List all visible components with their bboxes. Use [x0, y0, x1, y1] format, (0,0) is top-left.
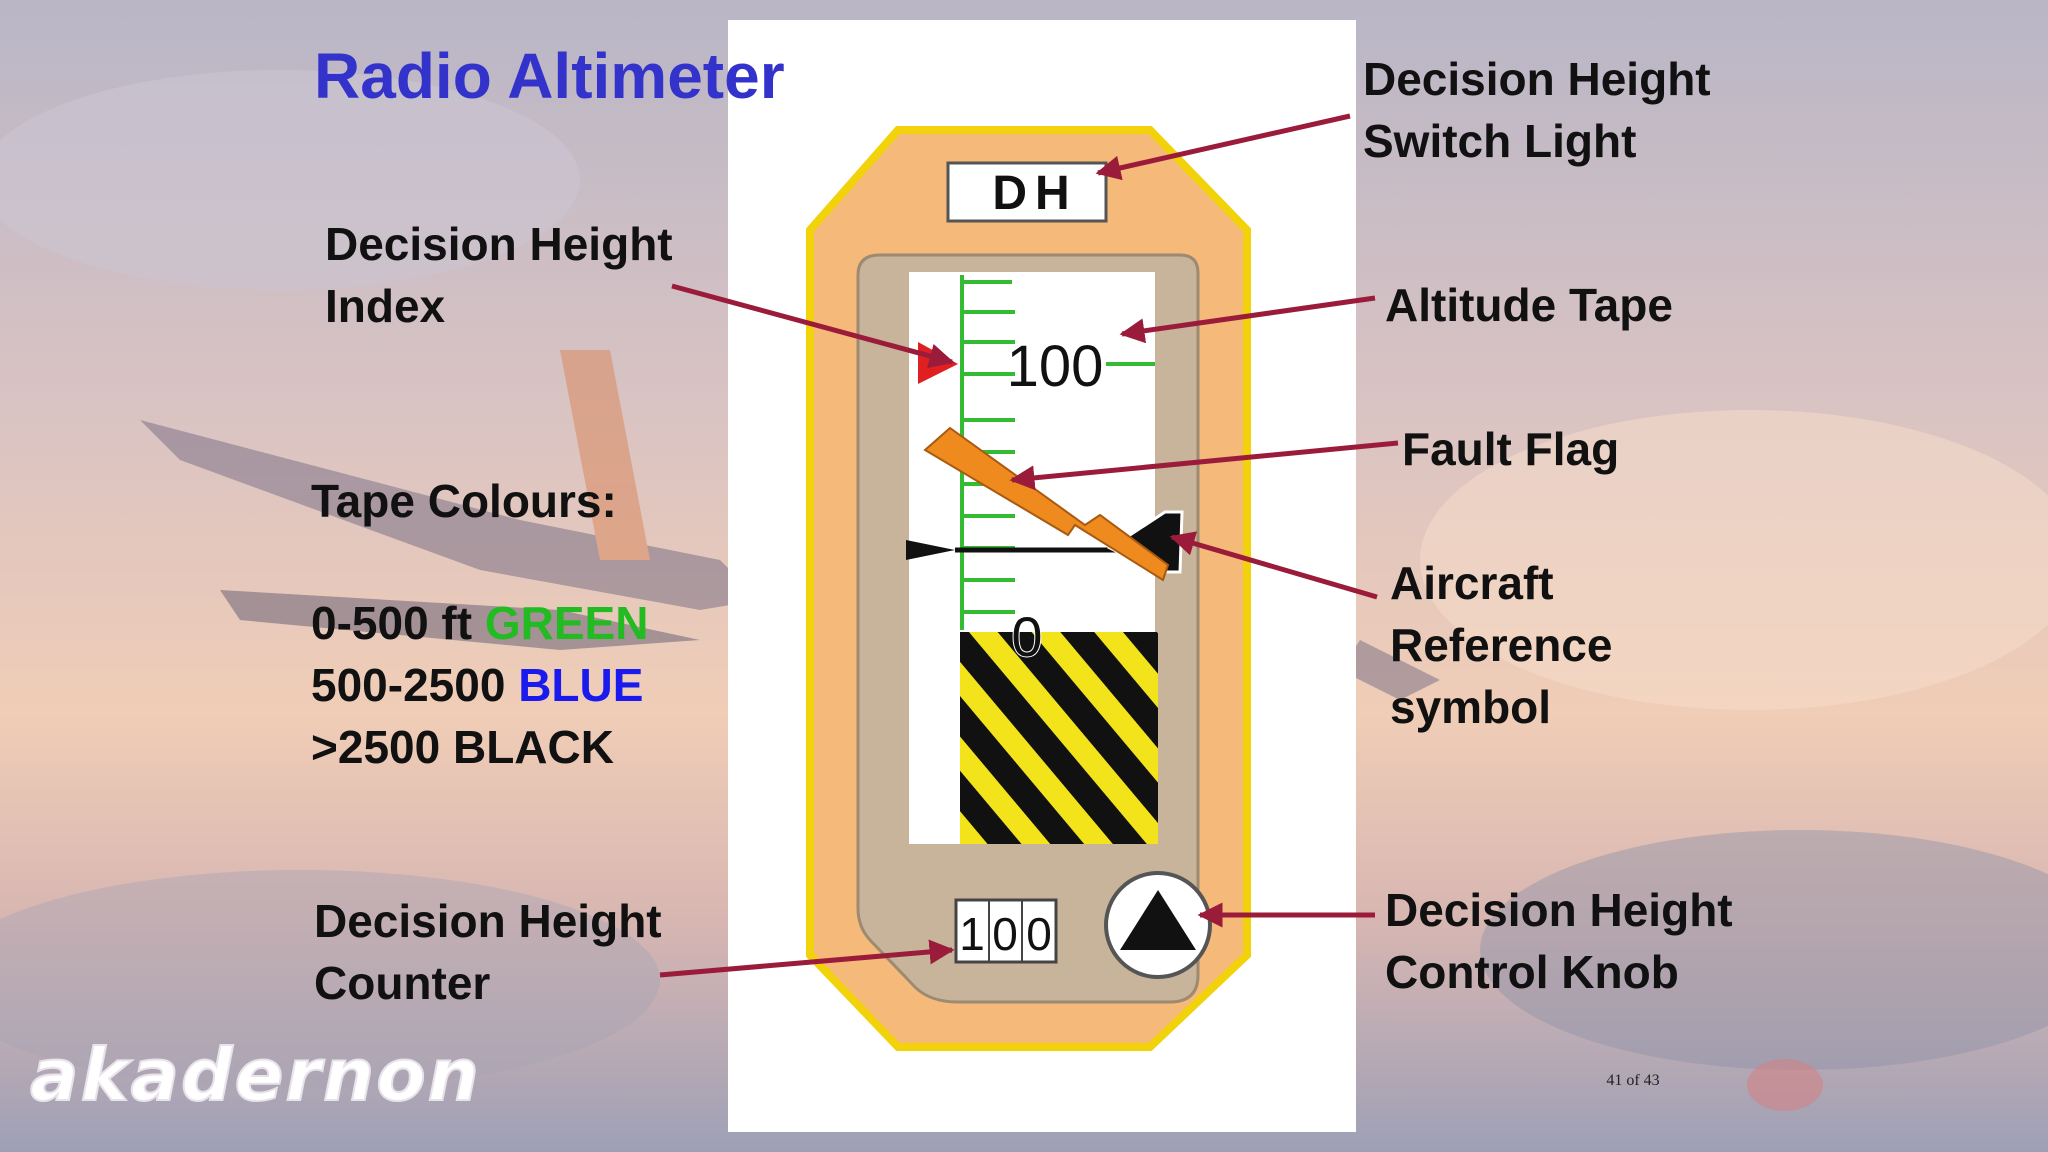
label-altitude-tape: Altitude Tape [1385, 279, 1673, 331]
label-dh-counter-line-1: Decision Height [314, 895, 662, 947]
label-dh-switch-light-line-1: Decision Height [1363, 53, 1711, 105]
tape-scale [960, 275, 1155, 630]
background-airplane-silhouette [140, 350, 1440, 700]
counter-digit-hundreds: 1 [959, 908, 985, 960]
arrow-dh-index [671, 283, 955, 369]
dh-control-knob [1104, 871, 1212, 979]
tape-colour-name-black: BLACK [452, 721, 614, 773]
arrow-altitude-tape [1119, 295, 1376, 344]
arrow-fault-flag [1009, 440, 1399, 491]
tape-colour-name-green: GREEN [484, 597, 649, 649]
tape-colour-range: 0-500 ft [311, 597, 473, 649]
arrow-dh-switch-light [1095, 113, 1351, 181]
label-dh-switch-light-line-2: Switch Light [1363, 115, 1637, 167]
tape-label-0: 0 [1011, 605, 1042, 668]
tape-colour-row-black: >2500 BLACK [311, 716, 648, 778]
label-aircraft-reference: Aircraft Reference symbol [1390, 552, 1612, 738]
logo-text: akadernon [30, 1033, 481, 1117]
tape-colours-heading: Tape Colours: [311, 475, 617, 527]
label-aircraft-reference-line-2: Reference [1390, 619, 1613, 671]
label-dh-counter: Decision Height Counter [314, 890, 662, 1014]
tape-label-100: 100 [1007, 334, 1104, 399]
counter-digit-units: 0 [1026, 908, 1052, 960]
page-title: Radio Altimeter [314, 40, 785, 112]
tape-colours-legend: Tape Colours: 0-500 ft GREEN 500-2500 BL… [311, 470, 648, 778]
dh-switch-light [946, 161, 1108, 223]
label-dh-index: Decision Height Index [325, 213, 673, 337]
dh-light-text: DH [992, 167, 1077, 220]
tape-colour-name-blue: BLUE [518, 659, 644, 711]
tape-colour-range: >2500 [311, 721, 441, 773]
tape-colour-row-blue: 500-2500 BLUE [311, 654, 648, 716]
callout-arrows [659, 113, 1399, 978]
label-dh-counter-line-2: Counter [314, 957, 491, 1009]
counter-digit-tens: 0 [992, 908, 1018, 960]
label-fault-flag: Fault Flag [1402, 423, 1620, 475]
dh-counter: 1 0 0 [954, 898, 1058, 964]
label-dh-control-knob-line-2: Control Knob [1385, 946, 1679, 998]
arrow-aircraft-reference [1169, 531, 1378, 600]
label-aircraft-reference-line-1: Aircraft [1390, 557, 1554, 609]
tape-colour-range: 500-2500 [311, 659, 506, 711]
fault-flag [923, 426, 1170, 582]
label-dh-index-line-2: Index [325, 280, 446, 332]
label-dh-switch-light: Decision Height Switch Light [1363, 48, 1711, 172]
tape-colour-row-green: 0-500 ft GREEN [311, 592, 648, 654]
akadernon-logo: akadernon [30, 1032, 481, 1118]
label-dh-index-line-1: Decision Height [325, 218, 673, 270]
page-number: 41 of 43 [1606, 1072, 1660, 1089]
label-aircraft-reference-line-3: symbol [1390, 681, 1552, 733]
label-dh-control-knob-line-1: Decision Height [1385, 884, 1733, 936]
arrow-dh-counter [659, 939, 955, 978]
label-dh-control-knob: Decision Height Control Knob [1385, 879, 1733, 1003]
below-zero-hazard-stripes [960, 632, 1158, 844]
